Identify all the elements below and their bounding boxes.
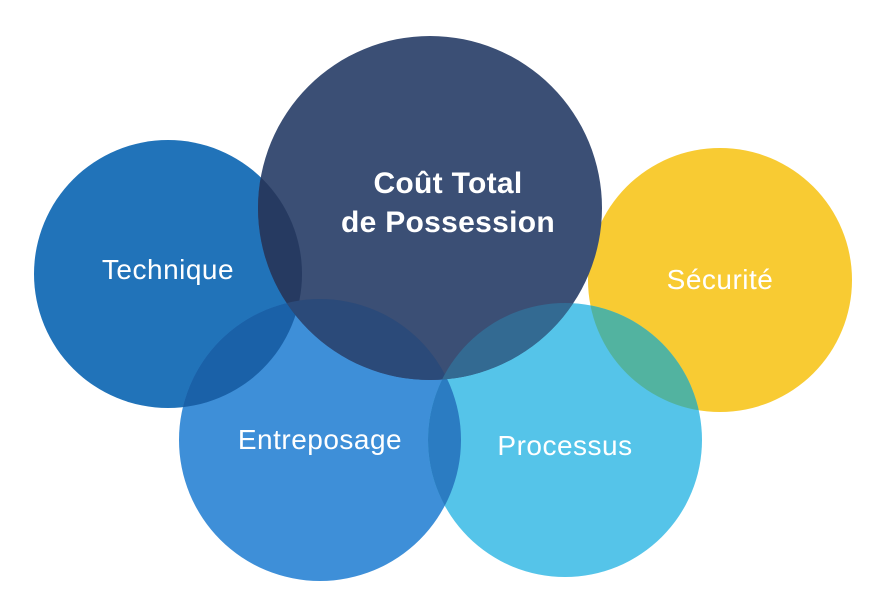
label-entreposage: Entreposage bbox=[237, 424, 403, 455]
label-cout-total-line1: Coût Total bbox=[373, 167, 523, 200]
label-technique: Technique bbox=[101, 254, 235, 285]
label-cout-total-line2: de Possession bbox=[341, 206, 555, 239]
label-securite: Sécurité bbox=[666, 264, 774, 295]
label-processus: Processus bbox=[497, 430, 633, 461]
label-cout-total: Coût Total de Possession bbox=[276, 164, 620, 242]
